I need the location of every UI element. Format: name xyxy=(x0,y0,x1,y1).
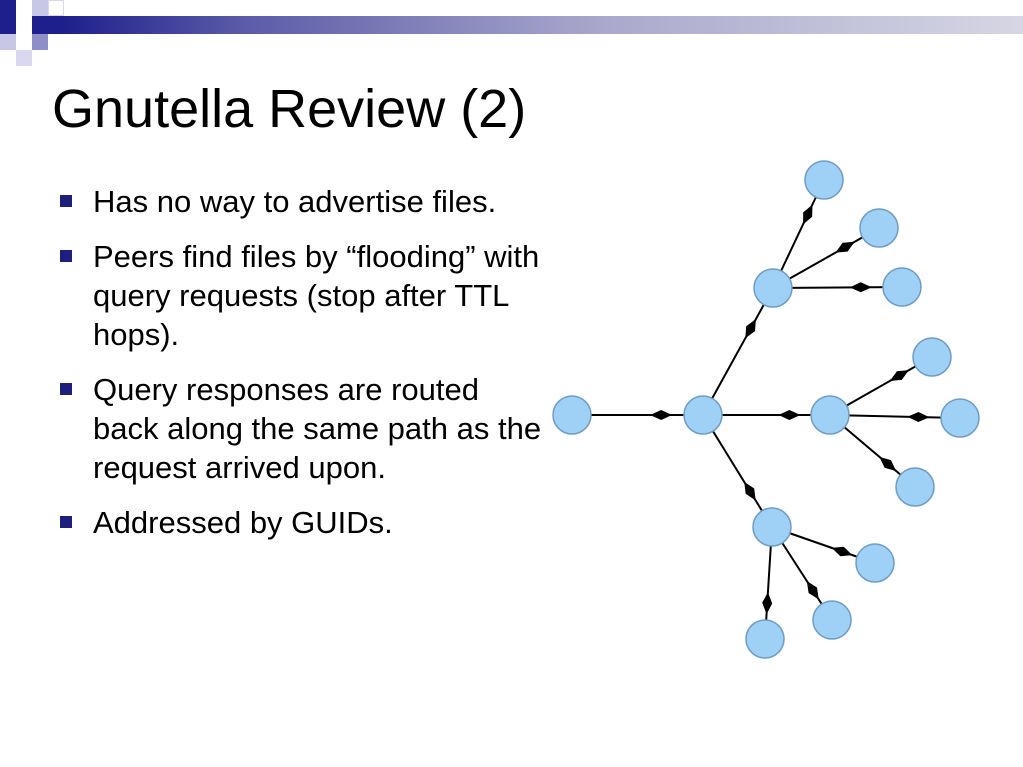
peer-node xyxy=(683,395,723,435)
bullet-item: Addressed by GUIDs. xyxy=(60,503,545,542)
peer-node xyxy=(552,395,592,435)
bullet-text: Peers find files by “flooding” with quer… xyxy=(93,239,540,352)
peer-node xyxy=(745,619,785,659)
arrowhead-icon xyxy=(745,319,756,339)
header-square xyxy=(32,0,48,16)
arrowhead-icon xyxy=(907,412,930,422)
edge-line xyxy=(772,227,880,289)
header-square xyxy=(48,34,62,48)
peer-node xyxy=(812,600,852,640)
edge-line xyxy=(702,287,774,416)
edge-line xyxy=(772,179,825,289)
peer-node xyxy=(810,395,850,435)
edge-line xyxy=(702,414,773,528)
edge-line xyxy=(829,414,961,419)
header-square xyxy=(16,50,32,66)
edge-line xyxy=(772,286,903,289)
square-bullet-icon xyxy=(60,516,72,528)
arrowhead-icon xyxy=(849,282,872,293)
peer-node xyxy=(895,467,935,507)
header-square xyxy=(16,16,32,34)
header-square xyxy=(0,0,16,16)
bullet-text: Has no way to advertise files. xyxy=(93,184,497,219)
square-bullet-icon xyxy=(60,383,72,395)
nodes-layer xyxy=(552,160,980,659)
square-bullet-icon xyxy=(60,195,72,207)
bullet-item: Peers find files by “flooding” with quer… xyxy=(60,237,545,354)
arrowhead-icon xyxy=(806,581,819,600)
peer-node xyxy=(753,268,793,308)
peer-node xyxy=(912,337,952,377)
header-square xyxy=(32,34,48,50)
bullet-text: Query responses are routed back along th… xyxy=(93,372,542,485)
bullet-item: Has no way to advertise files. xyxy=(60,182,545,221)
header-square xyxy=(48,0,64,16)
header-gradient-band xyxy=(0,16,1023,34)
square-bullet-icon xyxy=(60,250,72,262)
bullet-list: Has no way to advertise files. Peers fin… xyxy=(60,182,545,558)
header-square xyxy=(0,34,16,50)
arrowhead-icon xyxy=(744,481,756,501)
peer-node xyxy=(859,208,899,248)
arrowhead-icon xyxy=(778,410,801,420)
edges-layer xyxy=(572,179,961,640)
peer-node xyxy=(752,507,792,547)
peer-node xyxy=(855,543,895,583)
peer-node xyxy=(804,160,844,200)
arrowhead-icon xyxy=(803,204,813,225)
arrowhead-icon xyxy=(889,370,909,381)
bullet-text: Addressed by GUIDs. xyxy=(93,505,393,540)
arrowhead-icon xyxy=(831,546,853,557)
bullet-item: Query responses are routed back along th… xyxy=(60,370,545,487)
arrowhead-icon xyxy=(762,592,773,615)
peer-node xyxy=(882,267,922,307)
slide-title: Gnutella Review (2) xyxy=(52,79,527,139)
arrowhead-icon xyxy=(835,241,855,253)
flooding-tree-diagram xyxy=(552,160,980,659)
arrowhead-icon xyxy=(879,456,897,472)
arrowhead-icon xyxy=(650,410,673,420)
peer-node xyxy=(940,398,980,438)
